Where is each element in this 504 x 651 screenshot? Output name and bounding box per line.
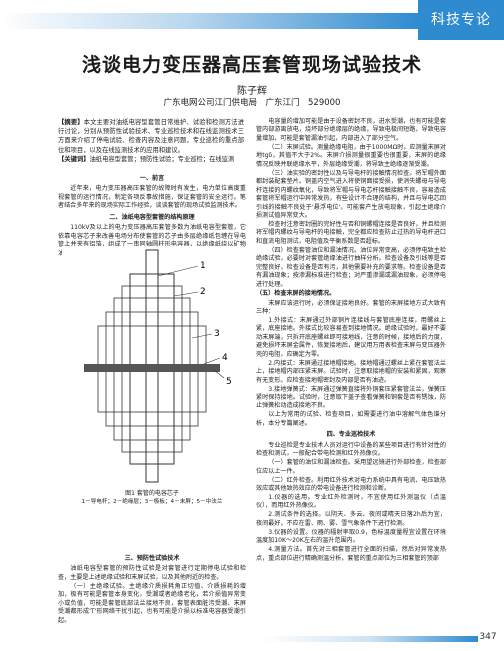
article-title: 浅谈电力变压器高压套管现场试验技术 [81, 54, 422, 76]
subsection-heading: （五）检查末屏的接地情况。 [256, 290, 336, 298]
paragraph: 以上为常用的试验、检查项目，如需要进行油中溶解气体色谱分析，本分专篇阐述。 [256, 411, 446, 427]
paragraph: 电容量的增加可能是由于设备密封不良，进水受潮，也有可能是套管内部游离放电，烧坏部… [256, 118, 446, 142]
article-affiliation: 广东电网公司江门供电局 广东江门 529000 [163, 98, 341, 108]
paragraph: 1.仪器的选用。专业红外检测时，不宜使用红外测温仪（点温仪），而用红外热像仪。 [256, 493, 446, 510]
keywords-text: 油纸电容型套管；预防性试验；专业巡检；在线监测 [89, 155, 235, 163]
section-tag: 科技专论 [418, 0, 504, 40]
paragraph: （四）检查套管油位和漏油情况。油位异常变高，必须停电致主检绝缘试验，必要时对套管… [256, 246, 446, 288]
paragraph: （一）套管的油位和漏油检查。采用望远镜进行外部检查，检查部位应以上一件。 [256, 459, 446, 475]
paragraph: 检查时注意密封圈的完好性与否和铜螺帽连接是否良好，并且检测将军帽内螺纹与导电杆的… [256, 220, 446, 245]
section-heading: 四、专业巡检技术 [326, 431, 376, 439]
paragraph: 2.测试条件的选择。以阴天、多云、夜间或晴天日落2h后为宜，夜间最好，不应在雷、… [256, 511, 446, 527]
section-heading: 二、油纸电容型套管的结构原理 [109, 213, 195, 221]
svg-text:2: 2 [200, 287, 206, 297]
paragraph: 1.外接式：末屏通过外部铜片连接线与套管底座连接，用螺丝上紧，底座接地。外接式比… [256, 316, 446, 358]
abstract-text: 本文主要对油纸电容型套管日常维护、试验和检测方法进行讨论，分别从预防性试验技术、… [58, 119, 244, 154]
left-column-bottom: 三、预防性试验技术 油纸电容型套管的预防性试验是对套管进行定期停电试验和检查，主… [58, 552, 246, 626]
paragraph: （二）红外检查。利用红外技术对电力系统中具有电流、电压致热效应或其他致热效应的带… [256, 476, 446, 493]
article-author: 陈子辉 [237, 86, 267, 97]
abstract-block: 【摘要】本文主要对油纸电容型套管日常维护、试验和检测方法进行讨论，分别从预防性试… [58, 118, 244, 164]
page-number: 347 [479, 632, 497, 642]
paragraph: （一）主绝缘试验。主绝缘介质损耗角正切值、介质损耗的增加，极有可能是套管本身变化… [58, 582, 246, 624]
paragraph: （二）末屏试验。测量绝缘电阻，由于1000MΩ时，应测量末屏对地tgδ，其值不大… [256, 143, 446, 168]
right-column: 电容量的增加可能是由于设备密封不良，进水受潮，也有可能是套管内部游离放电，烧坏部… [256, 118, 446, 564]
paragraph: （三）油实验的密封性以及与导电杆的接触情况检查。将军帽外面都封装配套垫片。铜盖内… [256, 169, 446, 219]
section-heading: 一、前言 [139, 175, 165, 182]
svg-text:5: 5 [226, 377, 232, 387]
paragraph: 4.测量方法。首先对三相套管进行全面的扫描，然后对异常发热点，重点部位进行精确测… [256, 546, 446, 562]
abstract-label: 【摘要】 [58, 119, 84, 126]
svg-text:1: 1 [200, 261, 206, 271]
svg-text:3: 3 [214, 329, 220, 339]
keywords-label: 【关键词】 [58, 155, 90, 163]
paragraph: 油纸电容型套管的预防性试验是对套管进行定期停电试验和检查，主要是上述绝缘试验和末… [58, 565, 246, 581]
paragraph: 末屏应该运行时，必须保证接地良好。套管的末屏接地方式大致有三种： [256, 299, 446, 315]
header-gradient-bar [0, 13, 418, 29]
section-heading: 三、预防性试验技术 [124, 555, 180, 562]
svg-text:4: 4 [222, 353, 228, 363]
bushing-diagram: 1 2 3 4 5 [62, 246, 242, 486]
section-header: 科技专论 [0, 0, 504, 40]
paragraph: 2.内接式：末屏通过接地帽接地。接地帽通过螺丝上紧在套管法兰上，接地帽内部压紧末… [256, 359, 446, 384]
paragraph: 专业巡检是专业技术人员对运行中设备的某些项目进行有针对性的检查和测试，一般配合带… [256, 441, 446, 458]
figure-caption: 图1 套管的电容芯子 [125, 490, 179, 497]
footer-gradient-bar [262, 636, 478, 642]
figure-bushing-core: 1 2 3 4 5 [62, 246, 242, 486]
figure-legend: 1－导电杆；2－绝缘层；3－极板；4－末屏；5－中法兰 [81, 499, 223, 505]
paragraph: 3.仪器的设置。仪器的辐射率取0.9，色标温度量程宜设置在环境温度加10K～20… [256, 528, 446, 545]
paragraph: 3.接地弹簧式：末屏通过弹簧直接将外铜套压紧套管法兰，弹簧压紧时保持接地。试验时… [256, 385, 446, 410]
paragraph: 近年来，电力变压器高压套管的故障时有发生，电力单位高度重视套管的运行情况，制定各… [58, 185, 246, 210]
